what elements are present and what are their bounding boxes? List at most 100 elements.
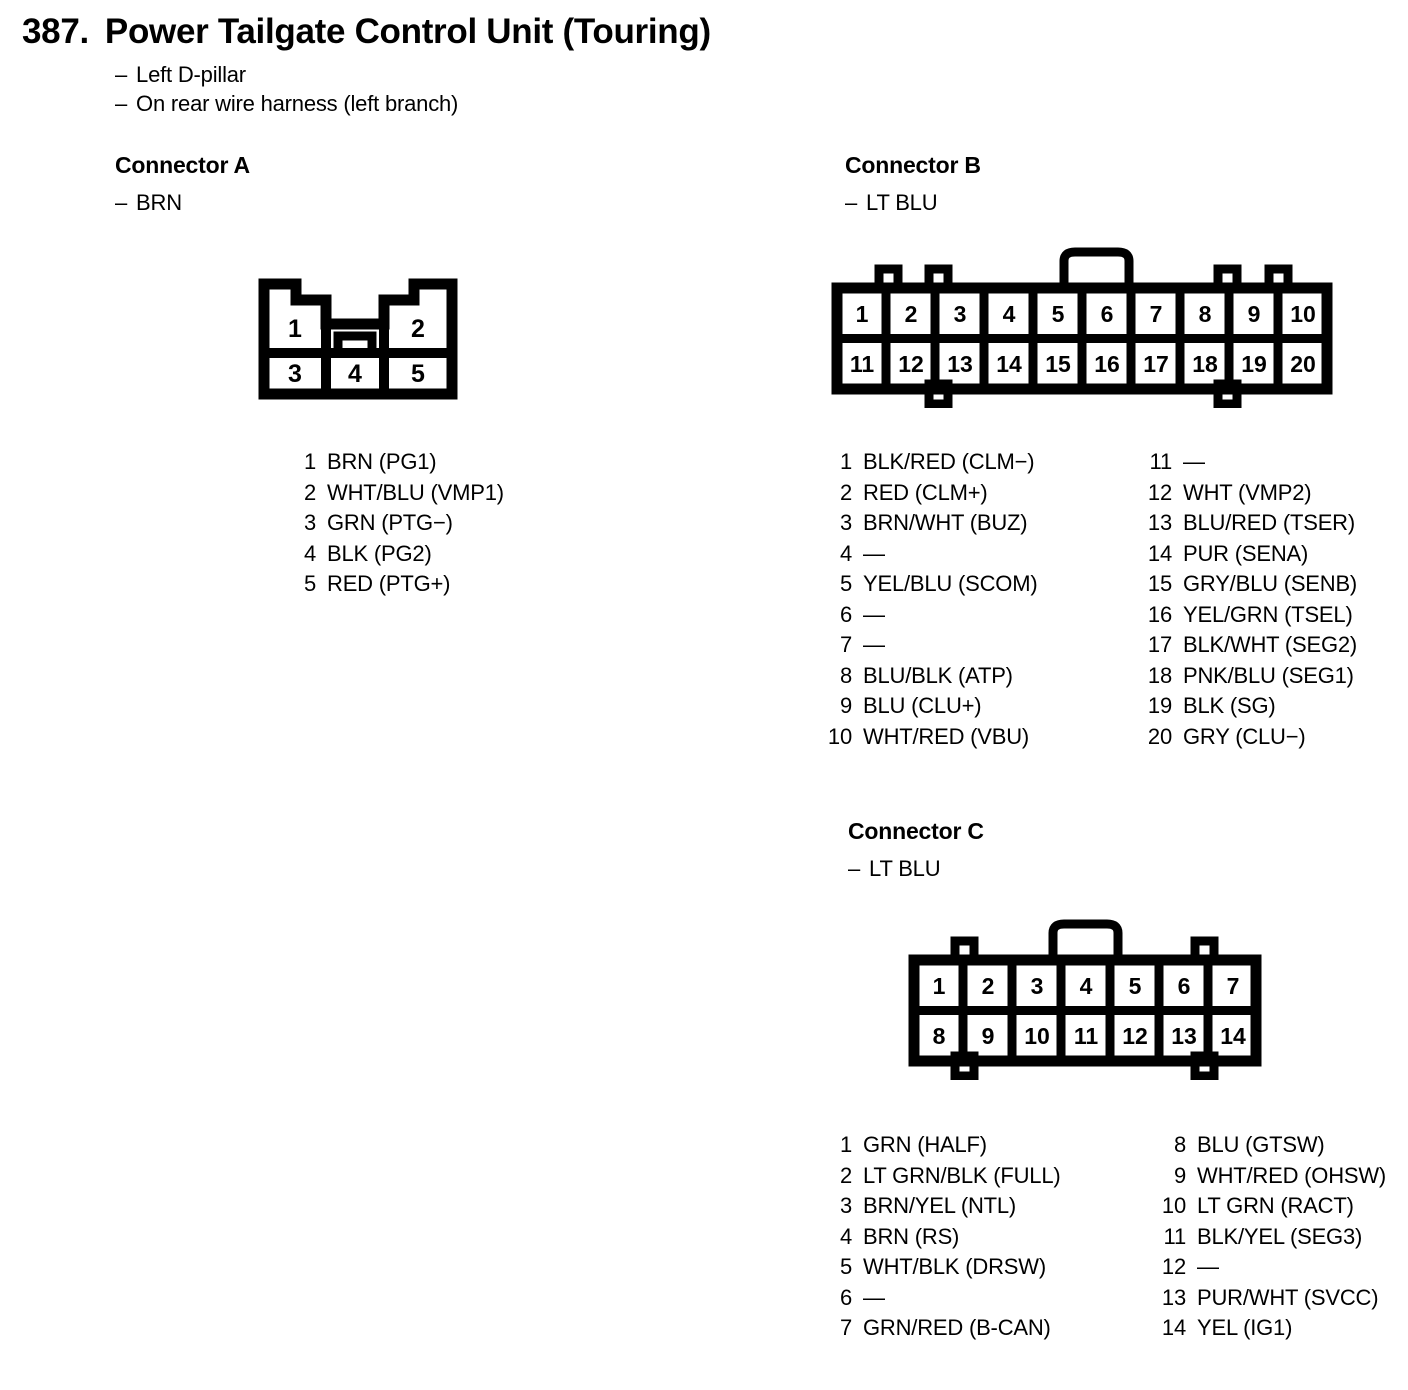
pin-description: — <box>863 632 885 657</box>
pin-number: 1 <box>839 1132 852 1157</box>
connector-b-cell-7: 7 <box>1150 301 1163 327</box>
pin-number: 13 <box>1161 1284 1186 1310</box>
pin-number: 10 <box>827 723 852 749</box>
pin-number: 6 <box>839 1284 852 1310</box>
pin-description: BLK/WHT (SEG2) <box>1183 632 1358 657</box>
pin-number: 17 <box>1147 632 1172 657</box>
pin-row: 10 LT GRN (RACT) <box>1152 1193 1386 1224</box>
connector-a-cell-4: 4 <box>348 360 362 388</box>
connector-c-latch-handle <box>1048 919 1123 960</box>
pin-description: BLU (CLU+) <box>863 693 982 718</box>
pin-number: 15 <box>1147 571 1172 596</box>
pin-description: WHT/RED (VBU) <box>863 723 1030 749</box>
dash-glyph: – <box>845 190 858 215</box>
pin-number: 2 <box>839 1162 852 1188</box>
note-rear-wire-harness: –On rear wire harness (left branch) <box>115 91 458 117</box>
pin-description: WHT (VMP2) <box>1183 479 1312 505</box>
connector-c-cell-1: 1 <box>933 973 946 999</box>
connector-c-cell-6: 6 <box>1178 973 1191 999</box>
pin-number: 9 <box>1173 1162 1186 1188</box>
pin-number: 5 <box>839 1254 852 1279</box>
pin-row: 7— <box>818 632 1037 663</box>
page-title-text: Power Tailgate Control Unit (Touring) <box>104 12 711 51</box>
connector-a-cell-1: 1 <box>288 315 302 343</box>
pin-number: 10 <box>1161 1193 1186 1218</box>
pin-description: YEL (IG1) <box>1197 1315 1293 1340</box>
pin-description: BRN/YEL (NTL) <box>863 1193 1017 1218</box>
pin-description: BLK (PG2) <box>327 540 432 566</box>
connector-b-latch-handle <box>1059 247 1134 288</box>
pin-number: 2 <box>839 479 852 505</box>
pin-number: 11 <box>1163 1223 1187 1249</box>
pin-number: 19 <box>1147 693 1172 718</box>
connector-b-cell-14: 14 <box>996 351 1022 377</box>
connector-a-cell-5: 5 <box>411 360 425 388</box>
pin-number: 4 <box>839 540 852 566</box>
connector-c-cell-5: 5 <box>1129 973 1142 999</box>
pin-number: 3 <box>839 1193 852 1218</box>
page-number: 387. <box>22 12 89 51</box>
connector-a-cell-2: 2 <box>411 315 425 343</box>
pin-number: 14 <box>1161 1315 1186 1340</box>
connector-a-color: –BRN <box>115 190 182 216</box>
connector-b-col-dividers <box>881 288 1283 389</box>
pin-description: PUR/WHT (SVCC) <box>1197 1284 1379 1310</box>
pin-row: 3 BRN/YEL (NTL) <box>818 1193 1061 1224</box>
pin-description: — <box>863 540 885 566</box>
connector-c-diagram: 1 2 3 4 5 6 7 8 9 10 11 12 13 14 <box>908 919 1262 1080</box>
pin-description: RED (CLM+) <box>863 479 988 505</box>
pin-description: YEL/BLU (SCOM) <box>863 571 1038 596</box>
pin-description: BLK/YEL (SEG3) <box>1197 1223 1363 1249</box>
connector-b-diagram: 1 2 3 4 5 6 7 8 9 10 11 12 13 14 15 16 1… <box>831 247 1333 408</box>
pin-description: WHT/BLU (VMP1) <box>327 479 504 505</box>
connector-c-color: –LT BLU <box>848 856 941 882</box>
pin-description: BRN (PG1) <box>327 449 437 474</box>
dash-glyph: – <box>115 91 128 116</box>
pin-number: 14 <box>1147 540 1172 566</box>
pin-number: 8 <box>839 662 852 688</box>
pin-number: 3 <box>839 510 852 535</box>
pin-number: 8 <box>1173 1132 1186 1157</box>
connector-b-cell-16: 16 <box>1094 351 1120 377</box>
connector-b-cell-8: 8 <box>1199 301 1212 327</box>
pin-number: 1 <box>839 449 852 474</box>
pin-description: GRY (CLU−) <box>1183 723 1306 749</box>
dash-glyph: – <box>115 62 128 87</box>
pin-number: 3 <box>303 510 316 535</box>
connector-c-cell-2: 2 <box>982 973 995 999</box>
connector-b-cell-2: 2 <box>905 301 918 327</box>
connector-c-cell-14: 14 <box>1220 1023 1246 1049</box>
connector-a-diagram: 1 2 3 4 5 <box>258 278 458 400</box>
pin-row: 11— <box>1138 449 1357 480</box>
connector-b-color: –LT BLU <box>845 190 938 216</box>
connector-c-color-text: LT BLU <box>869 856 941 881</box>
pin-number: 9 <box>839 693 852 718</box>
pin-description: RED (PTG+) <box>327 571 451 596</box>
connector-c-cell-10: 10 <box>1024 1023 1050 1049</box>
pin-number: 7 <box>839 1315 852 1340</box>
pin-description: BLK/RED (CLM−) <box>863 449 1035 474</box>
connector-a-cell-3: 3 <box>288 360 302 388</box>
dash-glyph: – <box>115 190 128 215</box>
pin-description: LT GRN (RACT) <box>1197 1193 1354 1218</box>
pin-number: 2 <box>303 479 316 505</box>
pin-description: BRN (RS) <box>863 1223 960 1249</box>
connector-b-cell-5: 5 <box>1052 301 1065 327</box>
pin-row: 10 WHT/RED (VBU) <box>818 724 1037 755</box>
pin-row: 17 BLK/WHT (SEG2) <box>1138 632 1357 663</box>
pin-row: 2 RED (CLM+) <box>818 480 1037 511</box>
note-text: On rear wire harness (left branch) <box>136 91 459 116</box>
connector-c-cell-4: 4 <box>1080 973 1093 999</box>
